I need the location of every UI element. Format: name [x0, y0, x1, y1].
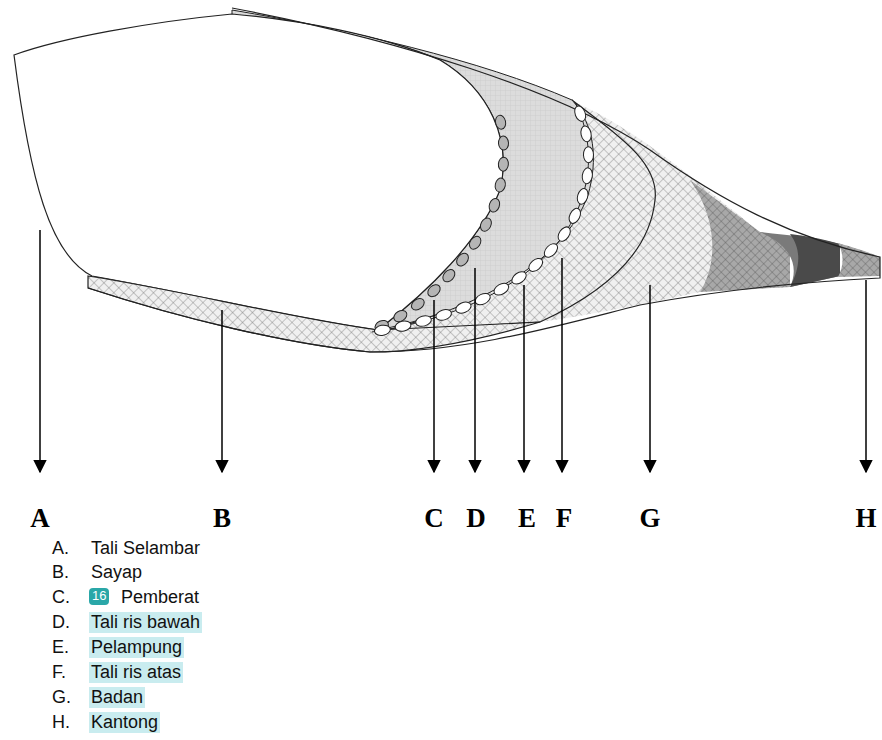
list-marker: C. — [52, 587, 70, 608]
list-marker: G. — [52, 687, 71, 708]
part-name: Sayap — [91, 562, 142, 583]
part-name: Pelampung — [89, 637, 184, 658]
part-letter: A — [30, 503, 50, 534]
part-letter: B — [213, 503, 231, 534]
part-name: Kantong — [89, 712, 160, 733]
part-name: Tali Selambar — [91, 538, 200, 559]
part-letter: F — [556, 503, 573, 534]
list-marker: A. — [52, 538, 69, 559]
list-marker: B. — [52, 562, 69, 583]
part-name: Tali ris bawah — [89, 612, 202, 633]
part-name: Pemberat — [121, 587, 199, 608]
list-marker: F. — [52, 662, 66, 683]
callout-number: 16 — [89, 588, 109, 605]
part-name: Tali ris atas — [89, 662, 183, 683]
part-letter: C — [424, 503, 444, 534]
list-marker: H. — [52, 712, 70, 733]
list-marker: D. — [52, 612, 70, 633]
part-letter: E — [518, 503, 536, 534]
part-letter: G — [639, 503, 660, 534]
part-name: Badan — [89, 687, 145, 708]
list-marker: E. — [52, 637, 69, 658]
part-letter: H — [855, 503, 876, 534]
pointer-arrows — [40, 230, 866, 472]
part-letter: D — [466, 503, 486, 534]
